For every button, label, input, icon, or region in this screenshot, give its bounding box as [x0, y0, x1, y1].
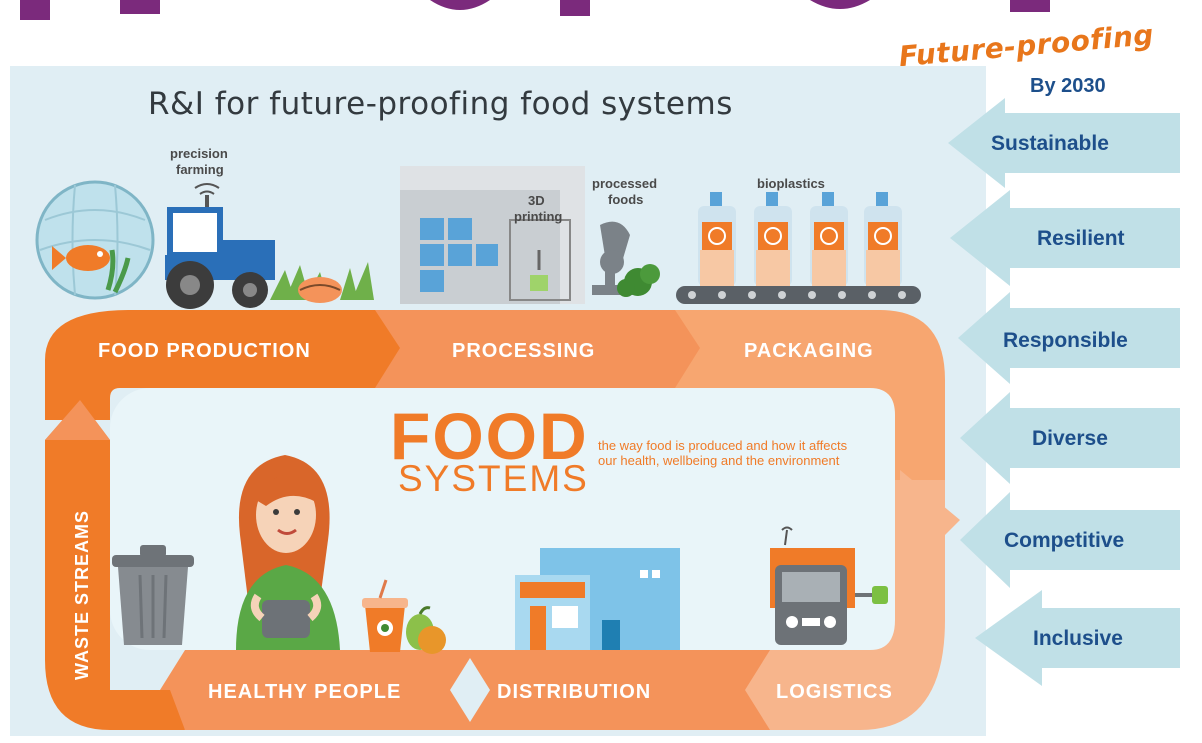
- label-healthy-people: HEALTHY PEOPLE: [208, 681, 401, 703]
- crops-icon: [270, 262, 374, 303]
- food-systems-description: the way food is produced and how it affe…: [598, 438, 848, 468]
- goal-inclusive: Inclusive: [1033, 627, 1123, 650]
- cropped-title-remnant: [20, 0, 1050, 20]
- goal-arrow-3: [958, 292, 1180, 384]
- label-logistics: LOGISTICS: [776, 681, 893, 703]
- stage-healthy-people: [160, 650, 475, 730]
- label-distribution: DISTRIBUTION: [497, 681, 651, 703]
- logistics-chevron: [900, 470, 960, 540]
- printing-label-1: 3D: [528, 193, 545, 208]
- drink-and-fruit-icon: [362, 579, 446, 654]
- stage-waste-streams: [45, 400, 185, 730]
- goal-arrow-1: [948, 98, 1180, 188]
- label-waste-streams: WASTE STREAMS: [72, 510, 92, 680]
- tractor-icon: [165, 183, 275, 309]
- processed-label-1: processed: [592, 176, 657, 191]
- label-food-production: FOOD PRODUCTION: [98, 340, 311, 362]
- woman-icon: [236, 455, 340, 650]
- microscope-icon: [592, 221, 660, 297]
- stage-food-production: [45, 310, 410, 420]
- stage-distribution: [465, 650, 770, 730]
- goal-sustainable: Sustainable: [991, 132, 1109, 155]
- food-heading: FOOD: [390, 399, 589, 473]
- 3d-printing-icon: [400, 166, 585, 304]
- shop-icon: [515, 548, 680, 650]
- goal-responsible: Responsible: [1003, 329, 1128, 352]
- stage-logistics: [735, 480, 945, 730]
- by-2030-label: By 2030: [1030, 75, 1106, 97]
- precision-label-2: farming: [176, 162, 224, 177]
- goal-arrow-5: [960, 492, 1180, 588]
- waste-chevron: [45, 400, 110, 440]
- goal-competitive: Competitive: [1004, 529, 1125, 552]
- label-processing: PROCESSING: [452, 340, 595, 362]
- fish-globe-icon: [35, 180, 155, 300]
- goal-arrow-6: [975, 590, 1180, 686]
- goal-arrow-4: [960, 392, 1180, 484]
- goal-arrow-2: [950, 190, 1180, 286]
- trash-can-icon: [112, 545, 194, 645]
- goal-diverse: Diverse: [1032, 427, 1108, 450]
- label-packaging: PACKAGING: [744, 340, 874, 362]
- systems-heading: SYSTEMS: [398, 458, 589, 499]
- goal-resilient: Resilient: [1037, 227, 1125, 250]
- processed-label-2: foods: [608, 192, 643, 207]
- stage-processing: [375, 310, 710, 388]
- precision-label-1: precision: [170, 146, 228, 161]
- bioplastics-label: bioplastics: [757, 176, 825, 191]
- truck-icon: [770, 526, 888, 645]
- stage-packaging: [675, 310, 945, 505]
- panel-title: R&I for future-proofing food systems: [148, 86, 733, 122]
- bioplastic-bottles-icon: [676, 192, 921, 304]
- printing-label-2: printing: [514, 209, 562, 224]
